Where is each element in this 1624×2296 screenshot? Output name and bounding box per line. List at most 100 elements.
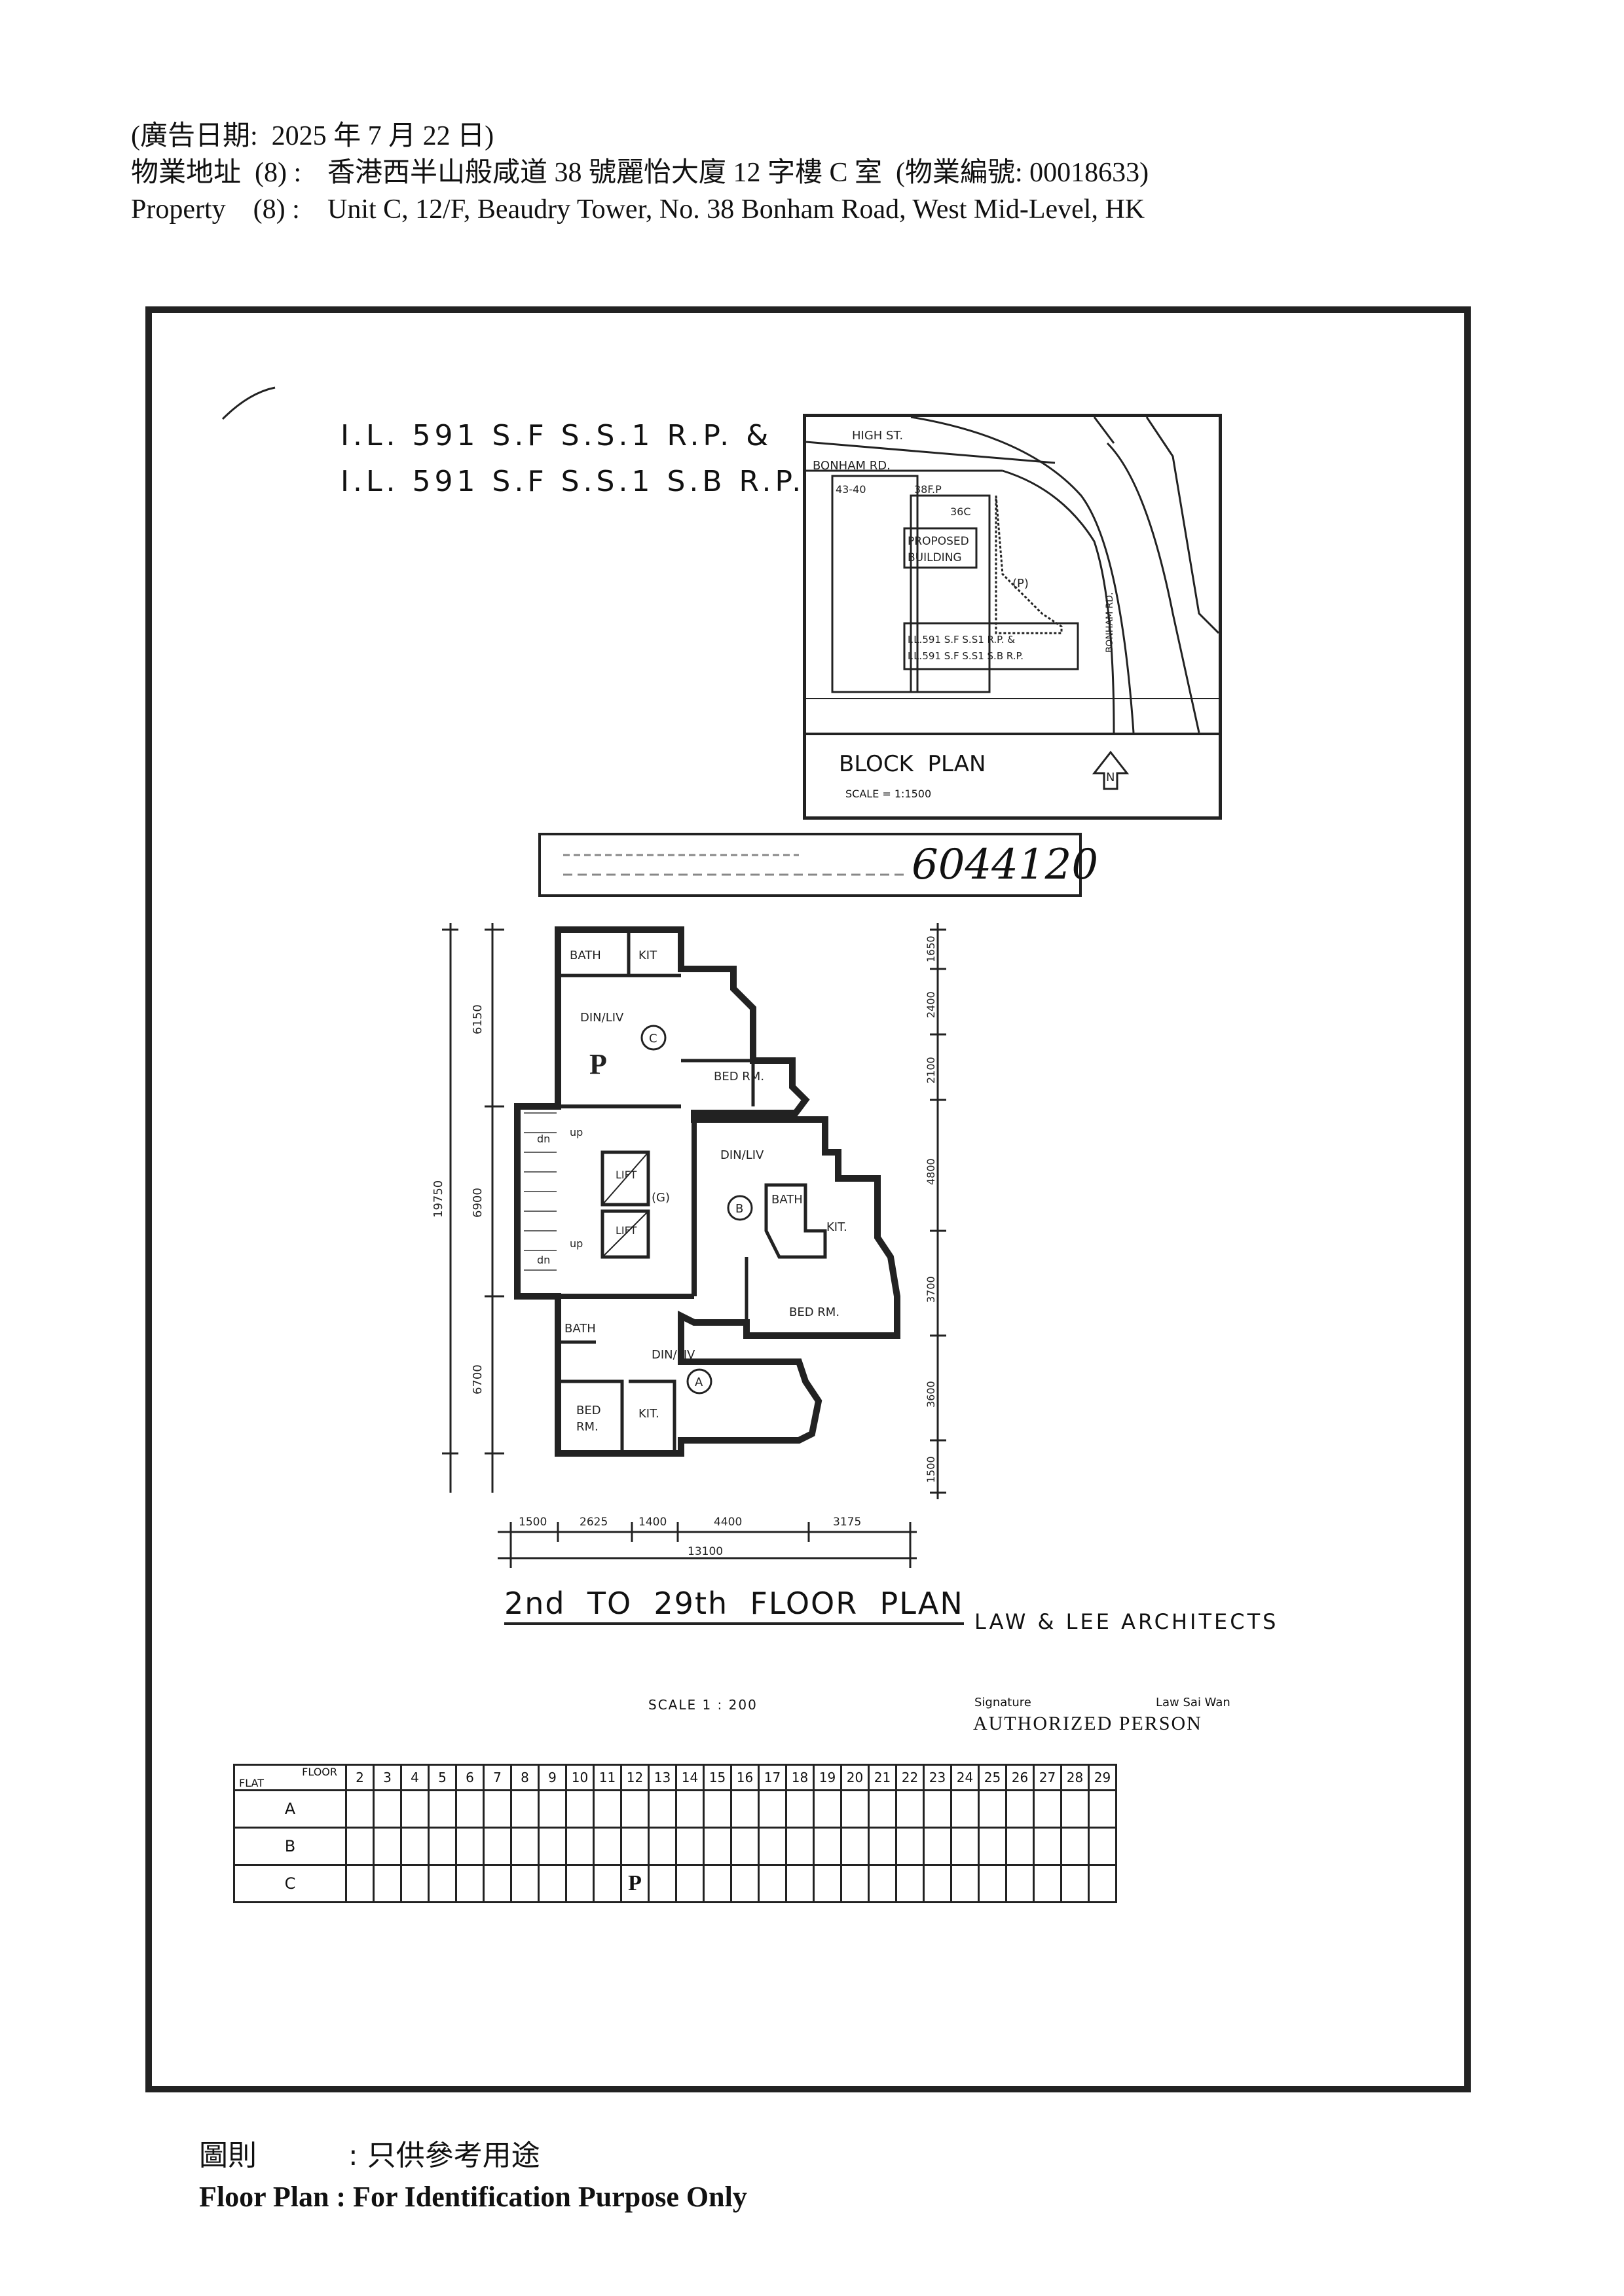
corner-flat-label: FLAT <box>239 1777 264 1789</box>
floor-col-15: 15 <box>703 1764 732 1791</box>
stair-up-2: up <box>570 1237 583 1250</box>
block-p-mark: (P) <box>1012 577 1029 591</box>
floor-cell <box>758 1789 787 1829</box>
floor-cell <box>785 1827 815 1866</box>
floor-col-17: 17 <box>758 1764 787 1791</box>
block-plan-scale: SCALE = 1:1500 <box>845 788 932 800</box>
dim-bottom-1: 1500 <box>519 1516 547 1529</box>
floor-cell <box>400 1827 430 1866</box>
floor-cell <box>868 1864 897 1903</box>
floor-cell <box>1060 1864 1090 1903</box>
address-cn-line: 物業地址 (8) : 香港西半山般咸道 38 號麗怡大廈 12 字樓 C 室 (物… <box>131 155 1149 191</box>
dim-right-5: 3700 <box>925 1276 937 1303</box>
architect-firm: LAW & LEE ARCHITECTS <box>974 1609 1279 1634</box>
room-lift-1: LIFT <box>616 1169 637 1181</box>
block-plan-title: BLOCK PLAN <box>839 751 986 777</box>
floor-cell <box>345 1827 375 1866</box>
north-label: N <box>1106 771 1115 784</box>
floor-cell <box>345 1789 375 1829</box>
floor-cell <box>1033 1827 1062 1866</box>
room-bed-b: BED RM. <box>789 1305 840 1319</box>
floor-cell <box>1088 1789 1117 1829</box>
floor-cell <box>538 1789 567 1829</box>
floor-cell <box>1005 1827 1035 1866</box>
flat-mark-b: B <box>735 1202 743 1216</box>
dim-right-7: 1500 <box>925 1456 937 1483</box>
floor-cell <box>868 1789 897 1829</box>
dim-bottom-total: 13100 <box>688 1545 723 1558</box>
floor-cell <box>373 1827 402 1866</box>
block-plan-drawing: HIGH ST. BONHAM RD. 43-40 38F.P 36C PROP… <box>806 417 1219 733</box>
block-plan: HIGH ST. BONHAM RD. 43-40 38F.P 36C PROP… <box>803 414 1222 820</box>
floor-col-13: 13 <box>648 1764 677 1791</box>
floor-cell <box>758 1864 787 1903</box>
floor-cell <box>428 1864 457 1903</box>
footer-cn: 圖則 : 只供參考用途 <box>199 2139 540 2172</box>
floor-cell <box>1088 1864 1117 1903</box>
address-en-label: Property (8) : <box>131 194 300 225</box>
floor-col-24: 24 <box>950 1764 980 1791</box>
floor-cell <box>950 1789 980 1829</box>
floor-cell <box>593 1827 622 1866</box>
dim-right-1: 1650 <box>925 936 937 962</box>
flat-mark-c: C <box>649 1032 657 1046</box>
floor-col-29: 29 <box>1088 1764 1117 1791</box>
floor-col-26: 26 <box>1005 1764 1035 1791</box>
floor-cell <box>895 1864 925 1903</box>
address-cn-value: 香港西半山般咸道 38 號麗怡大廈 12 字樓 C 室 (物業編號: 00018… <box>327 158 1149 188</box>
signature-name: Law Sai Wan <box>1156 1696 1230 1709</box>
room-bed-a1: BED <box>576 1404 601 1417</box>
floor-col-20: 20 <box>840 1764 870 1791</box>
floor-cell <box>648 1864 677 1903</box>
signature-label: Signature <box>974 1696 1031 1709</box>
floor-cell <box>703 1864 732 1903</box>
stair-dn-2: dn <box>537 1254 550 1266</box>
room-kit-c: KIT <box>638 949 657 962</box>
floor-cell <box>565 1827 595 1866</box>
stair-up-1: up <box>570 1126 583 1139</box>
table-row: A <box>233 1789 1117 1829</box>
flat-c-p-mark: P <box>589 1048 607 1080</box>
floor-cell <box>1060 1827 1090 1866</box>
floor-cell <box>923 1864 952 1903</box>
floor-cell <box>483 1827 512 1866</box>
floor-cell <box>1060 1789 1090 1829</box>
flat-label-b: B <box>233 1827 347 1866</box>
floor-cell <box>538 1864 567 1903</box>
floor-cell <box>675 1827 705 1866</box>
floor-cell <box>455 1789 485 1829</box>
room-bed-c: BED RM. <box>714 1070 764 1084</box>
table-row: B <box>233 1827 1117 1866</box>
floor-col-7: 7 <box>483 1764 512 1791</box>
dim-bottom-4: 4400 <box>714 1516 742 1529</box>
floor-cell <box>428 1789 457 1829</box>
north-arrow-icon: N <box>1092 750 1130 790</box>
floor-col-22: 22 <box>895 1764 925 1791</box>
floor-cell <box>895 1827 925 1866</box>
floor-col-9: 9 <box>538 1764 567 1791</box>
dim-right-3: 2100 <box>925 1057 937 1084</box>
block-lot-box1: I.L.591 S.F S.S1 R.P. & <box>908 634 1015 646</box>
floor-col-10: 10 <box>565 1764 595 1791</box>
room-lift-2: LIFT <box>616 1224 637 1237</box>
floor-col-2: 2 <box>345 1764 375 1791</box>
floor-col-11: 11 <box>593 1764 622 1791</box>
floor-cell <box>400 1789 430 1829</box>
lot-line-1: I.L. 591 S.F S.S.1 R.P. & <box>341 419 773 452</box>
floor-cell <box>950 1864 980 1903</box>
address-cn-label: 物業地址 (8) : <box>131 158 302 188</box>
room-kit-a: KIT. <box>638 1407 659 1421</box>
address-en-value: Unit C, 12/F, Beaudry Tower, No. 38 Bonh… <box>327 194 1145 225</box>
plan-frame <box>145 306 1471 2092</box>
floor-cell <box>428 1827 457 1866</box>
floor-cell <box>373 1789 402 1829</box>
floor-cell <box>785 1789 815 1829</box>
floor-cell <box>593 1864 622 1903</box>
floor-col-4: 4 <box>400 1764 430 1791</box>
stair-dn-1: dn <box>537 1133 550 1145</box>
floor-cell <box>978 1864 1007 1903</box>
dim-right-2: 2400 <box>925 991 937 1018</box>
floor-cell <box>1033 1789 1062 1829</box>
block-building: BUILDING <box>908 551 962 564</box>
dim-left-1: 6150 <box>471 1004 485 1034</box>
